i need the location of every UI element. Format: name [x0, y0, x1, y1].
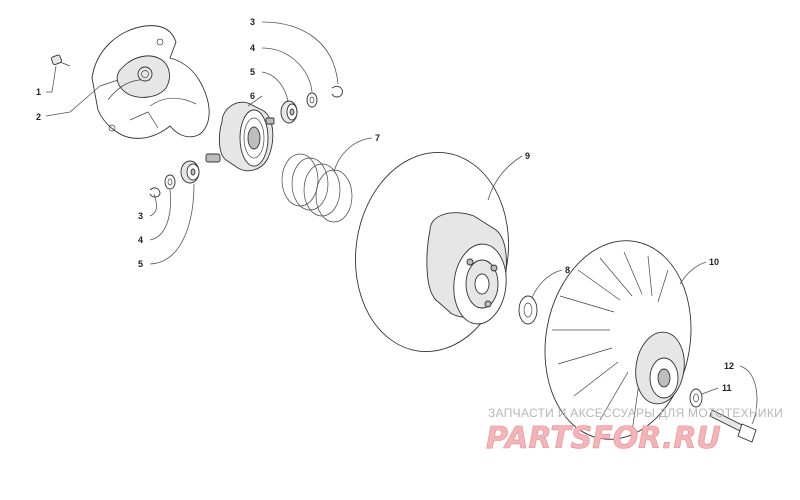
- part-10-fixed-sheave[interactable]: [530, 229, 707, 451]
- callout-12: 12: [724, 361, 734, 371]
- leader-2: [45, 85, 101, 117]
- part-5-top-bushing[interactable]: [280, 100, 298, 124]
- callout-1: 1: [36, 87, 41, 97]
- callout-2: 2: [36, 112, 41, 122]
- leader-11: [701, 387, 719, 395]
- part-3-top-clip[interactable]: [331, 85, 343, 98]
- part-6-spider-hub[interactable]: [205, 101, 275, 172]
- leader-8: [531, 269, 563, 299]
- part-4-top-washer[interactable]: [306, 92, 318, 108]
- callout-9: 9: [525, 151, 530, 161]
- leader-9: [487, 155, 523, 201]
- callout-4-bottom: 4: [138, 235, 143, 245]
- part-2-housing[interactable]: [91, 25, 210, 139]
- part-12-bolt[interactable]: [709, 409, 757, 443]
- part-7-spring[interactable]: [281, 153, 353, 223]
- callout-6: 6: [250, 91, 255, 101]
- leader-10: [679, 261, 707, 285]
- leader-12: [739, 365, 758, 425]
- callout-3-bottom: 3: [138, 211, 143, 221]
- part-11-washer[interactable]: [689, 388, 703, 408]
- leader-3-top: [261, 21, 339, 85]
- watermark-logo: PARTSFOR.RU: [486, 421, 721, 456]
- leader-5-bottom: [149, 183, 195, 265]
- leader-5-top: [261, 71, 289, 103]
- leader-4-bottom: [149, 189, 171, 241]
- callout-11: 11: [722, 383, 732, 393]
- part-1-screw[interactable]: [50, 54, 71, 67]
- leader-7: [333, 137, 373, 173]
- part-3-bottom-clip[interactable]: [149, 187, 161, 198]
- part-8-washer[interactable]: [518, 295, 538, 325]
- callout-3-top: 3: [250, 17, 255, 27]
- callout-10: 10: [709, 257, 719, 267]
- leader-3-bottom: [149, 193, 157, 217]
- callout-5-bottom: 5: [138, 259, 143, 269]
- callout-7: 7: [375, 133, 380, 143]
- watermark-caption: ЗАПЧАСТИ И АКСЕССУАРЫ ДЛЯ МОТОТЕХНИКИ: [488, 406, 783, 420]
- part-4-bottom-washer[interactable]: [164, 174, 176, 190]
- leader-4-top: [261, 47, 313, 93]
- part-9-movable-sheave[interactable]: [343, 142, 521, 361]
- leader-1: [46, 65, 57, 93]
- callout-4-top: 4: [250, 43, 255, 53]
- callout-5-top: 5: [250, 67, 255, 77]
- leader-6: [247, 95, 263, 107]
- callout-8: 8: [565, 265, 570, 275]
- part-5-bottom-bushing[interactable]: [180, 160, 200, 184]
